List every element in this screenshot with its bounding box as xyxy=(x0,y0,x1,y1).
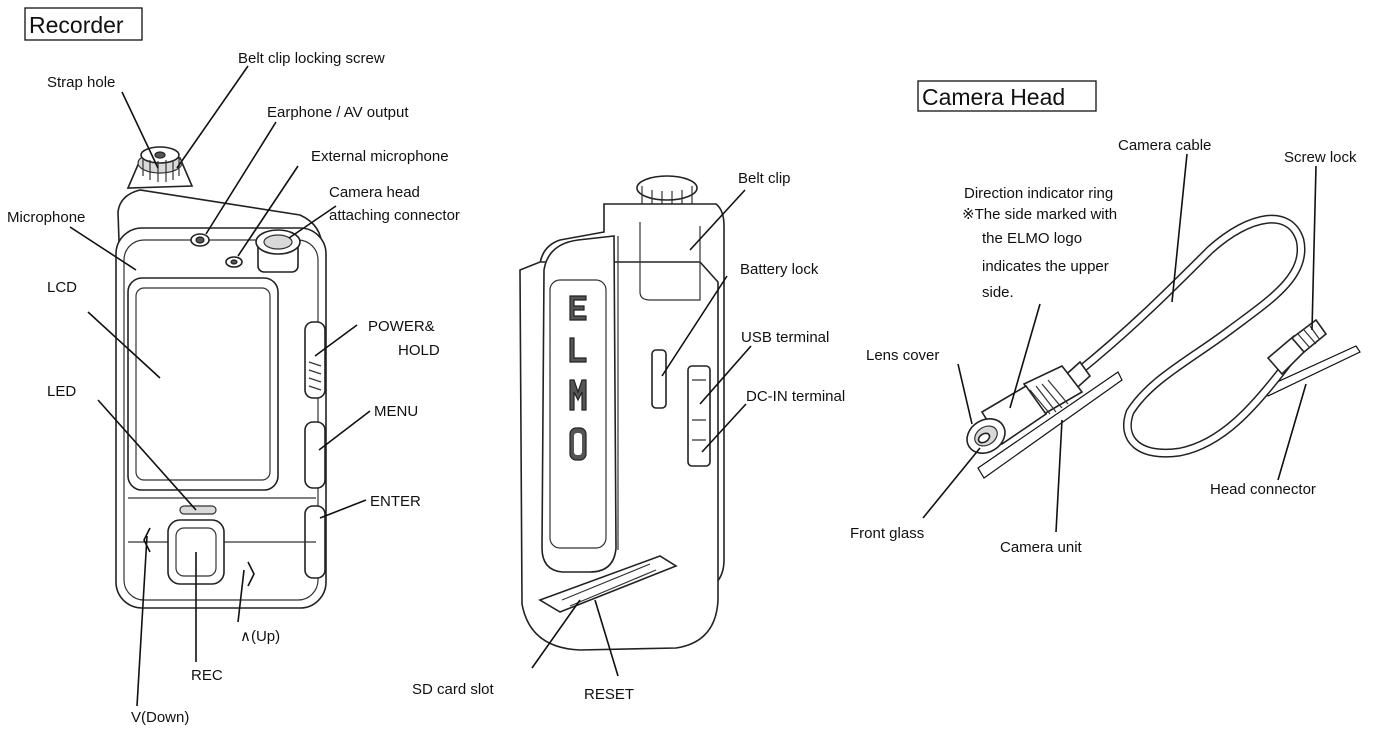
recorder-front-illustration xyxy=(115,146,327,609)
recorder-back-labels: Belt clip Battery lock USB terminal DC-I… xyxy=(412,170,845,703)
label-direction-ring-2: ※The side marked with xyxy=(962,206,1117,223)
camera-head-title: Camera Head xyxy=(917,80,1097,112)
label-front-glass: Front glass xyxy=(850,525,924,542)
label-dc-in-terminal: DC-IN terminal xyxy=(746,388,845,405)
label-direction-ring-5: side. xyxy=(982,284,1014,301)
recorder-front-labels: Belt clip locking screw Strap hole Earph… xyxy=(7,50,460,726)
svg-text:Recorder: Recorder xyxy=(29,12,124,38)
label-down: V(Down) xyxy=(131,709,189,726)
label-direction-ring-3: the ELMO logo xyxy=(982,230,1082,247)
label-menu: MENU xyxy=(374,403,418,420)
elmo-logo xyxy=(569,295,587,461)
label-power-hold-1: POWER& xyxy=(368,318,435,335)
label-usb-terminal: USB terminal xyxy=(741,329,829,346)
label-head-connector: Head connector xyxy=(1210,481,1316,498)
label-led: LED xyxy=(47,383,76,400)
label-rec: REC xyxy=(191,667,223,684)
label-earphone-av-output: Earphone / AV output xyxy=(267,104,409,121)
label-direction-ring-1: Direction indicator ring xyxy=(964,185,1113,202)
label-belt-clip-locking-screw: Belt clip locking screw xyxy=(238,50,385,67)
label-power-hold-2: HOLD xyxy=(398,342,440,359)
label-strap-hole: Strap hole xyxy=(47,74,115,91)
camera-head-illustration xyxy=(966,214,1361,479)
label-reset: RESET xyxy=(584,686,634,703)
label-direction-ring-4: indicates the upper xyxy=(982,258,1109,275)
svg-text:Camera Head: Camera Head xyxy=(922,84,1065,110)
camera-head-leaders xyxy=(922,153,1317,533)
label-camera-head-connector-2: attaching connector xyxy=(329,207,460,224)
label-battery-lock: Battery lock xyxy=(740,261,819,278)
label-microphone: Microphone xyxy=(7,209,85,226)
label-camera-head-connector-1: Camera head xyxy=(329,184,420,201)
label-sd-card-slot: SD card slot xyxy=(412,681,495,698)
label-screw-lock: Screw lock xyxy=(1284,149,1357,166)
label-belt-clip: Belt clip xyxy=(738,170,791,187)
label-lens-cover: Lens cover xyxy=(866,347,939,364)
camera-head-labels: Camera cable Screw lock Direction indica… xyxy=(850,137,1357,556)
label-external-microphone: External microphone xyxy=(311,148,449,165)
recorder-back-leaders xyxy=(531,189,752,677)
label-camera-unit: Camera unit xyxy=(1000,539,1083,556)
recorder-title: Recorder xyxy=(24,7,143,41)
label-camera-cable: Camera cable xyxy=(1118,137,1211,154)
recorder-back-illustration xyxy=(519,175,725,651)
label-enter: ENTER xyxy=(370,493,421,510)
label-up: ∧(Up) xyxy=(240,628,280,645)
recorder-front-leaders xyxy=(69,65,371,707)
label-lcd: LCD xyxy=(47,279,77,296)
